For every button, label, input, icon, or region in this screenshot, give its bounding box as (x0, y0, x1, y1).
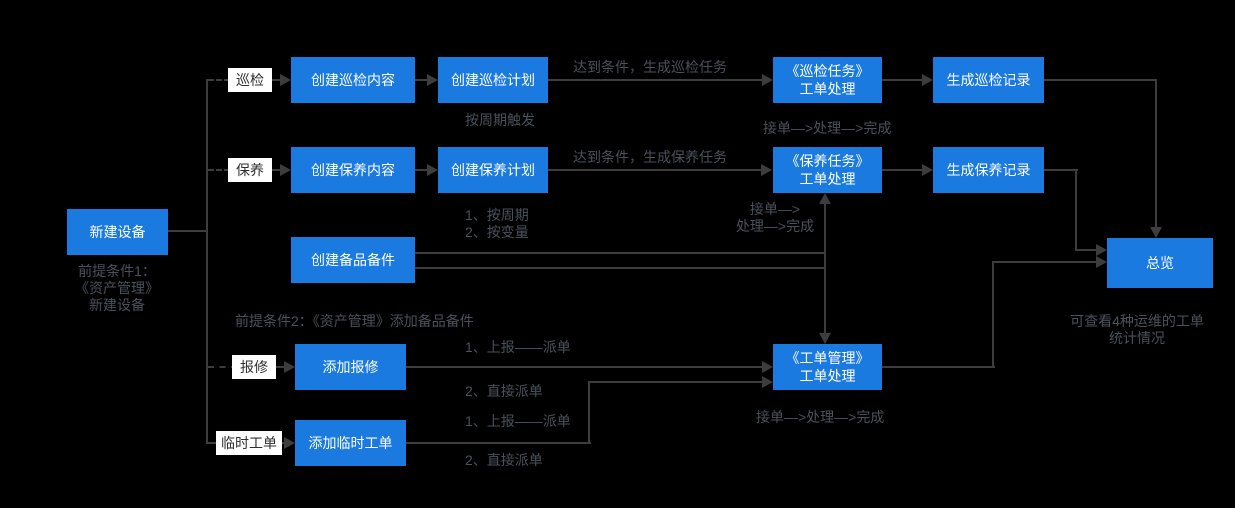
connector-insp-record-overview-v (1155, 79, 1157, 232)
connector-new-device-stub (168, 230, 207, 232)
annotation-inspection-condition: 达到条件，生成巡检任务 (573, 59, 727, 75)
node-maintenance-task-ticket: 《保养任务》 工单处理 (773, 147, 882, 193)
annotation-maintenance-plan-note: 1、按周期 2、按变量 (465, 207, 529, 240)
connector-ticket-overview-v (992, 261, 994, 368)
connector-branch-inspection2 (271, 79, 281, 81)
arrowhead-into-ticket-mgmt-top (819, 333, 831, 344)
connector-branch-maintenance (208, 169, 230, 171)
connector-spare-parts-lower (415, 267, 826, 269)
node-create-inspection-plan: 创建巡检计划 (438, 57, 548, 103)
node-new-device: 新建设备 (67, 209, 168, 255)
connector-branch-temp (208, 442, 220, 444)
annotation-period-trigger: 按周期触发 (465, 112, 535, 128)
annotation-maintenance-flow: 接单—> 处理—>完成 (735, 201, 815, 234)
arrowhead-into-maintenance-content (280, 164, 291, 176)
connector-branch-repair2 (272, 366, 284, 368)
connector-branch-inspection (208, 79, 230, 81)
arrowhead-into-overview-left-lower (1096, 256, 1107, 268)
node-ticket-mgmt: 《工单管理》 工单处理 (773, 344, 882, 390)
connector-maint-record-overview-h2 (1075, 249, 1098, 251)
node-create-maintenance-plan: 创建保养计划 (438, 147, 548, 193)
node-create-maintenance-content: 创建保养内容 (291, 147, 415, 193)
node-add-repair: 添加报修 (295, 344, 406, 390)
connector-temp-h1 (406, 442, 591, 444)
connector-spare-parts-upper (415, 252, 826, 254)
annotation-repair-note1: 1、上报——派单 (465, 339, 571, 355)
arrowhead-into-maintenance-task-bottom (819, 193, 831, 204)
annotation-repair-note2: 2、直接派单 (465, 383, 543, 399)
node-create-inspection-content: 创建巡检内容 (291, 57, 415, 103)
connector-ticket-overview-h1 (882, 366, 995, 368)
connector-insp-task-record (882, 79, 924, 81)
arrowhead-into-overview-top (1150, 227, 1162, 238)
node-inspection-task-ticket: 《巡检任务》 工单处理 (773, 57, 882, 103)
connector-ticket-overview-h2 (992, 261, 1098, 263)
connector-branch-maintenance2 (271, 169, 281, 171)
branch-label-repair: 报修 (232, 355, 276, 379)
node-overview: 总览 (1107, 238, 1213, 288)
arrowhead-into-overview-left-upper (1096, 244, 1107, 256)
annotation-precondition1: 前提条件1： 《资产管理》 新建设备 (75, 263, 159, 313)
branch-label-temp-ticket: 临时工单 (216, 431, 282, 455)
arrowhead-into-inspection-record (922, 74, 933, 86)
connector-maint-plan-task (548, 169, 763, 171)
annotation-inspection-flow: 接单—>处理—>完成 (763, 120, 892, 136)
node-add-temp-ticket: 添加临时工单 (295, 420, 406, 466)
node-inspection-record: 生成巡检记录 (933, 57, 1044, 103)
annotation-ticket-flow: 接单—>处理—>完成 (756, 409, 885, 425)
connector-branch-temp2 (281, 442, 285, 444)
node-create-spare-parts: 创建备品备件 (291, 237, 415, 283)
connector-insp-content-plan (415, 79, 428, 81)
arrowhead-into-inspection-plan (427, 74, 438, 86)
arrowhead-into-inspection-task (762, 74, 773, 86)
connector-temp-h2 (588, 381, 764, 383)
connector-repair-ticket (406, 366, 764, 368)
connector-maint-record-overview-h1 (1044, 169, 1078, 171)
arrowhead-into-maintenance-record (922, 164, 933, 176)
connector-temp-v (588, 382, 590, 443)
arrowhead-into-ticket-left-upper (762, 361, 773, 373)
arrowhead-into-maintenance-task (761, 164, 772, 176)
connector-insp-plan-task (548, 79, 764, 81)
connector-insp-record-overview-h (1044, 79, 1157, 81)
connector-maint-record-overview-v (1075, 169, 1077, 251)
arrowhead-into-ticket-left-lower (762, 376, 773, 388)
annotation-maintenance-condition: 达到条件，生成保养任务 (573, 149, 727, 165)
arrowhead-into-maintenance-plan (427, 164, 438, 176)
annotation-temp-note2: 2、直接派单 (465, 452, 543, 468)
annotation-temp-note1: 1、上报——派单 (465, 413, 571, 429)
node-maintenance-record: 生成保养记录 (933, 147, 1044, 193)
arrowhead-into-add-temp (284, 437, 295, 449)
annotation-precondition2: 前提条件2：《资产管理》添加备品备件 (235, 313, 474, 329)
arrowhead-into-add-repair (284, 361, 295, 373)
branch-label-maintenance: 保养 (228, 158, 272, 182)
connector-maint-content-plan (415, 169, 428, 171)
annotation-overview-note: 可查看4种运维的工单 统计情况 (1070, 313, 1204, 346)
branch-label-inspection: 巡检 (228, 68, 272, 92)
connector-maint-task-record (882, 169, 924, 171)
connector-branch-repair (208, 366, 237, 368)
arrowhead-into-inspection-content (280, 74, 291, 86)
connector-trunk (206, 79, 208, 444)
